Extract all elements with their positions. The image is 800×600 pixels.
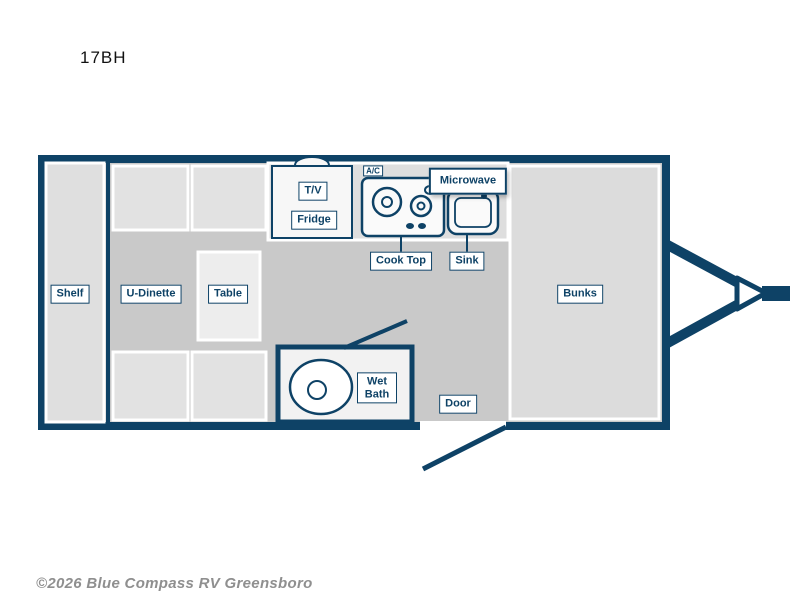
dinette-seat-top-right [190,164,268,232]
label-door: Door [439,394,477,414]
model-title: 17BH [80,48,127,67]
dinette-seat-bottom-left [111,350,190,422]
label-wet-bath: Wet Bath [357,372,397,404]
burner-small-center [416,201,426,211]
burner-large-center [381,196,393,208]
cooktop-knob [418,223,426,229]
shelf-divider-wall [106,163,110,422]
kitchen-fixtures [271,156,500,252]
bath-door-swing [343,319,408,350]
label-microwave: Microwave [428,167,508,195]
label-cook-top: Cook Top [370,251,432,271]
label-sink: Sink [449,251,485,271]
label-ac: A/C [363,165,383,177]
dinette-seat-top-left [111,164,190,232]
label-fridge: Fridge [291,210,337,230]
hitch [661,238,790,350]
label-shelf: Shelf [50,284,90,304]
label-u-dinette: U-Dinette [120,284,182,304]
door-swing [421,424,508,472]
label-bunks: Bunks [557,284,603,304]
cooktop [360,176,446,238]
hitch-jack [734,275,769,312]
door-opening [420,421,506,433]
burner-large [371,186,403,218]
watermark: ©2026 Blue Compass RV Greensboro [36,575,313,592]
label-table: Table [208,284,248,304]
sink-faucet [481,193,487,199]
hitch-coupler [762,286,790,301]
toilet-drain [307,380,327,400]
dinette-seat-bottom-right [190,350,268,422]
label-tv: T/V [298,181,328,201]
burner-small [409,194,433,218]
entry-door [420,421,508,472]
cooktop-knob [406,223,414,229]
sink-basin [454,197,492,228]
toilet [288,358,354,416]
